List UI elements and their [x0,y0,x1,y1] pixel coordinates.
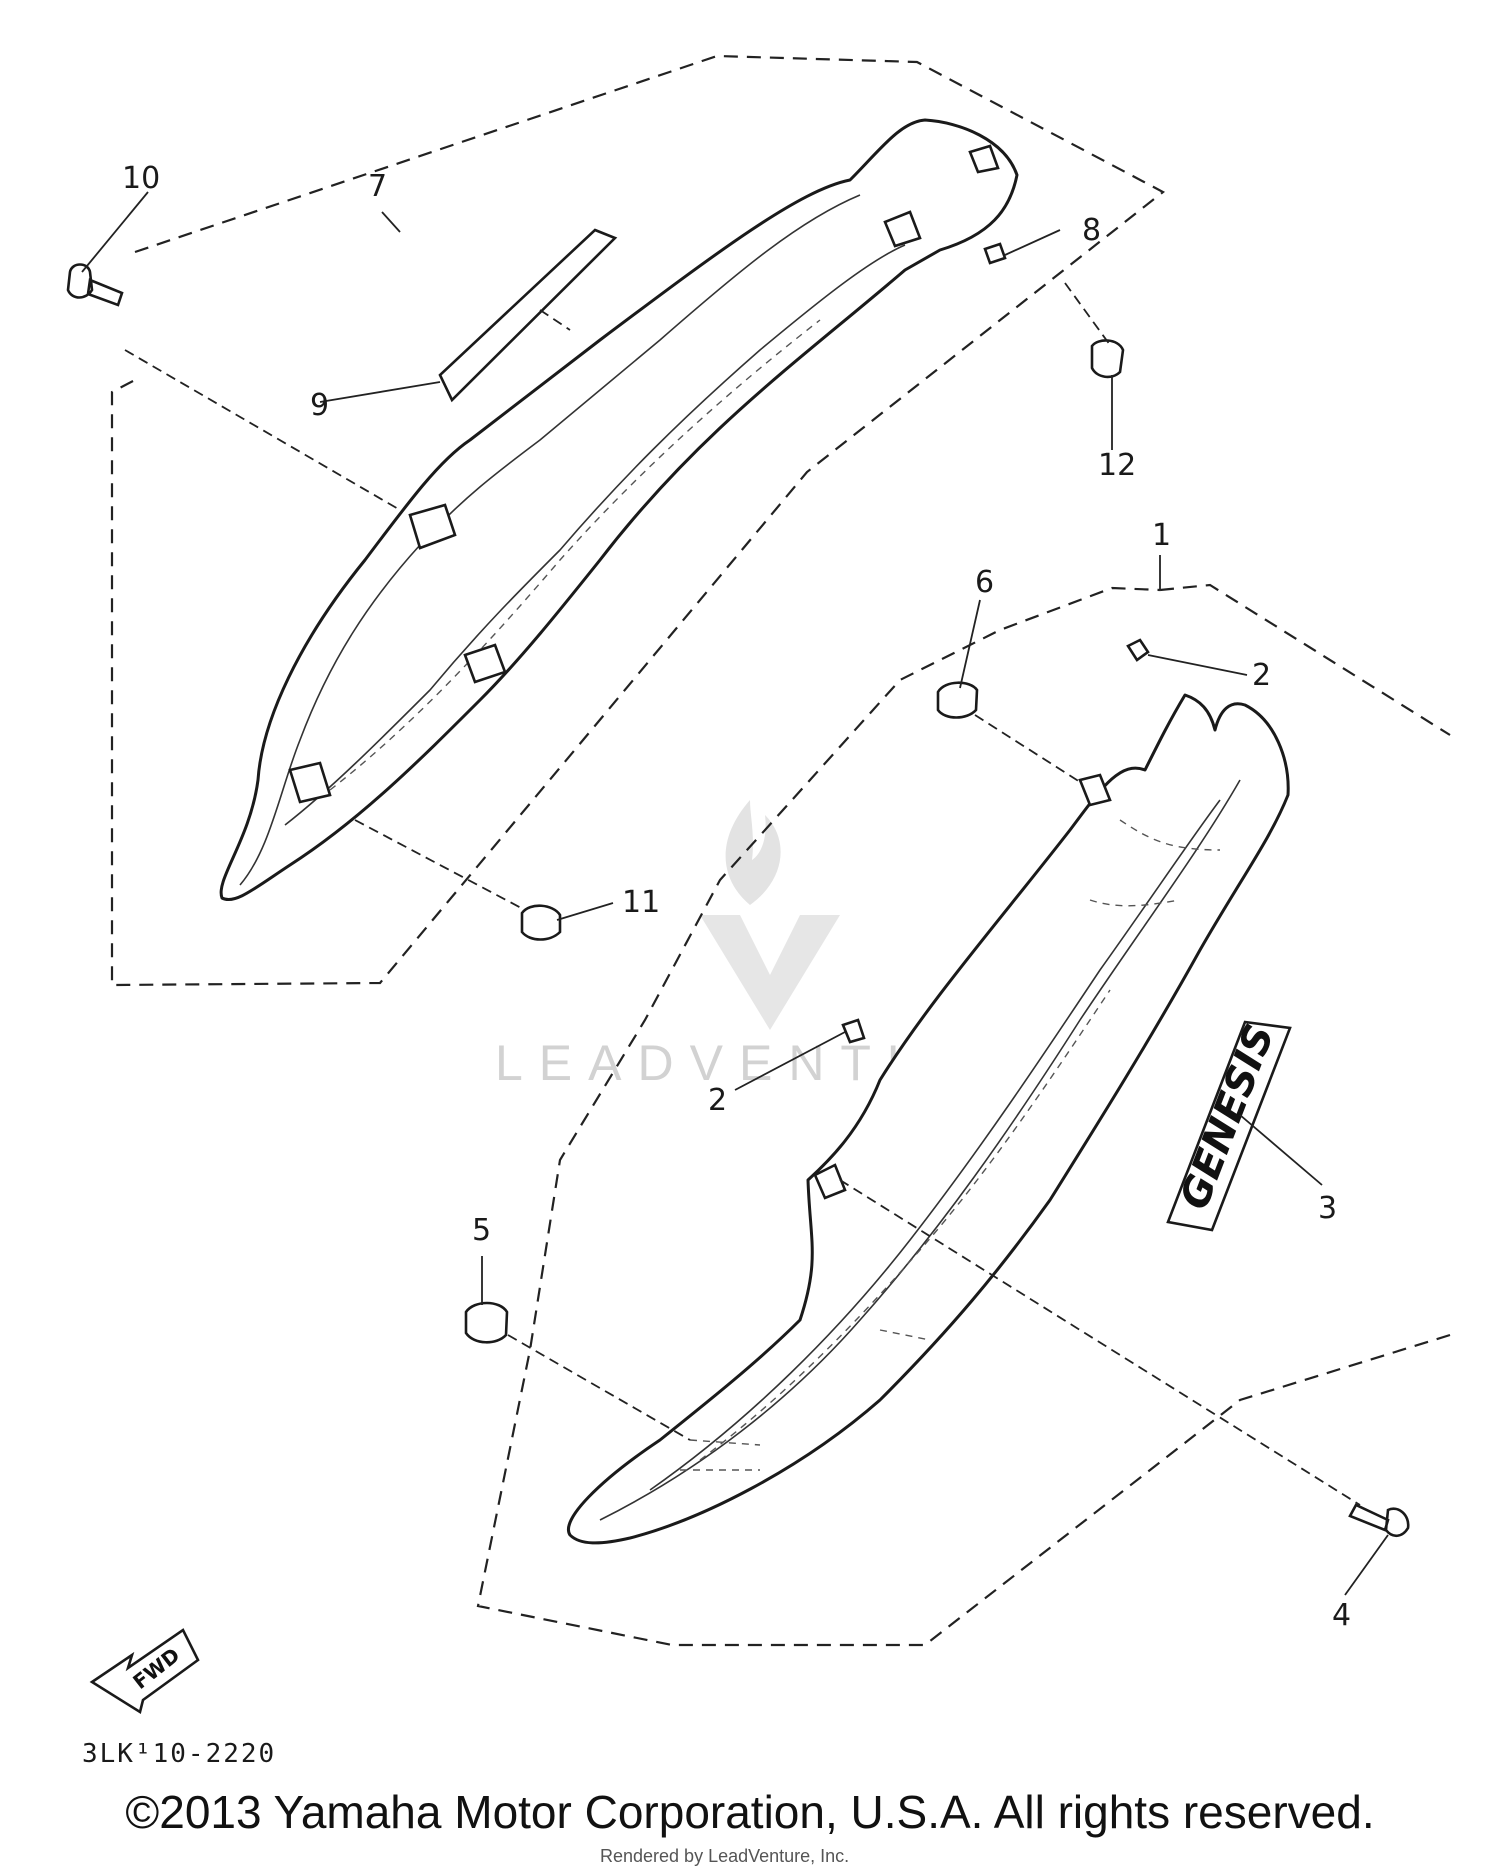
emblem-strip-9 [438,228,618,403]
grommet-11 [520,904,562,941]
nut-2-lower [841,1018,866,1044]
part-labels: 10 7 9 8 12 1 6 2 11 2 3 5 4 [122,161,1351,1633]
small-parts [66,242,1410,1538]
fwd-arrow: FWD [89,1628,200,1715]
part-label-12: 12 [1098,448,1136,483]
part-label-3: 3 [1318,1191,1337,1226]
credit-text: Rendered by LeadVenture, Inc. [600,1846,849,1866]
part-label-5: 5 [472,1213,491,1248]
part-label-1: 1 [1152,518,1171,553]
part-label-7: 7 [368,169,387,204]
grommet-6 [936,681,979,719]
part-label-11: 11 [622,885,660,920]
watermark-v-icon [700,915,840,1030]
screw-4 [1348,1503,1410,1538]
fwd-arrow-icon [89,1628,200,1715]
nut-2-upper [1126,638,1150,662]
part-label-2-lower: 2 [708,1083,727,1118]
part-label-9: 9 [310,388,329,423]
nut-8 [983,242,1007,265]
screw-10 [66,263,124,307]
genesis-emblem: GENESIS [1166,1018,1292,1232]
part-label-6: 6 [975,565,994,600]
diagram-code: 3LK¹10-2220 [82,1739,276,1769]
leader-lines [81,191,1389,1596]
part-label-2-upper: 2 [1252,658,1271,693]
grommet-12 [1090,339,1125,379]
part-label-10: 10 [122,161,160,196]
grommet-5 [464,1301,509,1344]
part-label-8: 8 [1082,213,1101,248]
upper-side-cover [219,118,1019,901]
copyright-notice: ©2013 Yamaha Motor Corporation, U.S.A. A… [125,1786,1375,1838]
assembly-7-boundary [110,54,1166,987]
part-label-4: 4 [1332,1598,1351,1633]
assembly-1-boundary [476,583,1451,1647]
lower-side-cover [567,693,1290,1545]
watermark-flame-icon [725,800,781,905]
